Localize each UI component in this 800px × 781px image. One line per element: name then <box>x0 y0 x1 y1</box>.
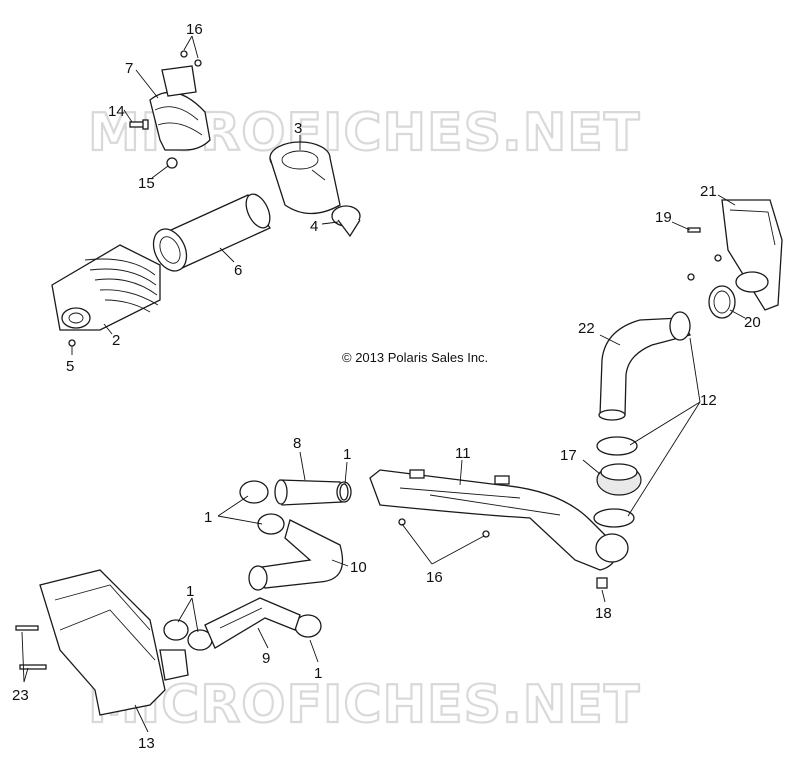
callout-19: 19 <box>655 209 672 226</box>
callout-11: 11 <box>455 445 471 462</box>
part-16-screws-top <box>180 50 202 67</box>
part-23-bolts <box>15 625 47 670</box>
callout-14: 14 <box>108 103 125 120</box>
part-16-screws-bottom <box>398 518 490 538</box>
callout-16-top: 16 <box>186 21 203 38</box>
callout-4: 4 <box>310 218 318 235</box>
callout-1-lower: 1 <box>186 583 194 600</box>
watermark-bottom: MICROFICHES.NET <box>88 675 640 735</box>
callout-22: 22 <box>578 320 595 337</box>
part-1-clamps <box>163 480 349 651</box>
part-19-screws <box>687 227 722 281</box>
callout-18: 18 <box>595 605 612 622</box>
callout-12: 12 <box>700 392 717 409</box>
callout-15: 15 <box>138 175 155 192</box>
part-20-clamp <box>708 285 736 319</box>
callout-21: 21 <box>700 183 717 200</box>
part-14-bolt <box>129 119 149 130</box>
callout-5: 5 <box>66 358 74 375</box>
part-10-elbow <box>248 519 344 591</box>
part-7-bracket <box>149 65 211 151</box>
part-11-intake-duct <box>369 469 629 571</box>
part-12-clamps <box>593 436 638 528</box>
part-13-housing <box>39 569 189 716</box>
part-9-hose <box>204 597 301 649</box>
part-18-plug <box>596 577 608 589</box>
leader-lines <box>21 35 746 733</box>
callout-1-right: 1 <box>314 665 322 682</box>
part-21-intake-cover <box>721 199 783 311</box>
callout-9: 9 <box>262 650 270 667</box>
callout-23: 23 <box>12 687 29 704</box>
part-2-air-box <box>51 244 161 331</box>
part-4-valve <box>331 205 361 238</box>
part-3-end-cap <box>269 141 341 215</box>
callout-17: 17 <box>560 447 577 464</box>
callout-1-upper: 1 <box>343 446 351 463</box>
callout-10: 10 <box>350 559 367 576</box>
part-17-coupler <box>596 463 642 496</box>
callout-8: 8 <box>293 435 301 452</box>
callout-3: 3 <box>294 120 302 137</box>
part-22-duct <box>598 311 691 421</box>
callout-6: 6 <box>234 262 242 279</box>
callouts: 16 7 14 15 3 4 6 2 5 21 19 20 22 12 17 8… <box>12 21 761 752</box>
part-6-filter <box>152 193 271 272</box>
callout-7: 7 <box>125 60 133 77</box>
part-15-nut <box>166 157 178 169</box>
callout-2: 2 <box>112 332 120 349</box>
callout-16-bottom: 16 <box>426 569 443 586</box>
callout-20: 20 <box>744 314 761 331</box>
copyright-text: © 2013 Polaris Sales Inc. <box>342 350 488 365</box>
callout-13: 13 <box>138 735 155 752</box>
callout-1-left: 1 <box>204 509 212 526</box>
part-5-screw <box>68 339 76 347</box>
